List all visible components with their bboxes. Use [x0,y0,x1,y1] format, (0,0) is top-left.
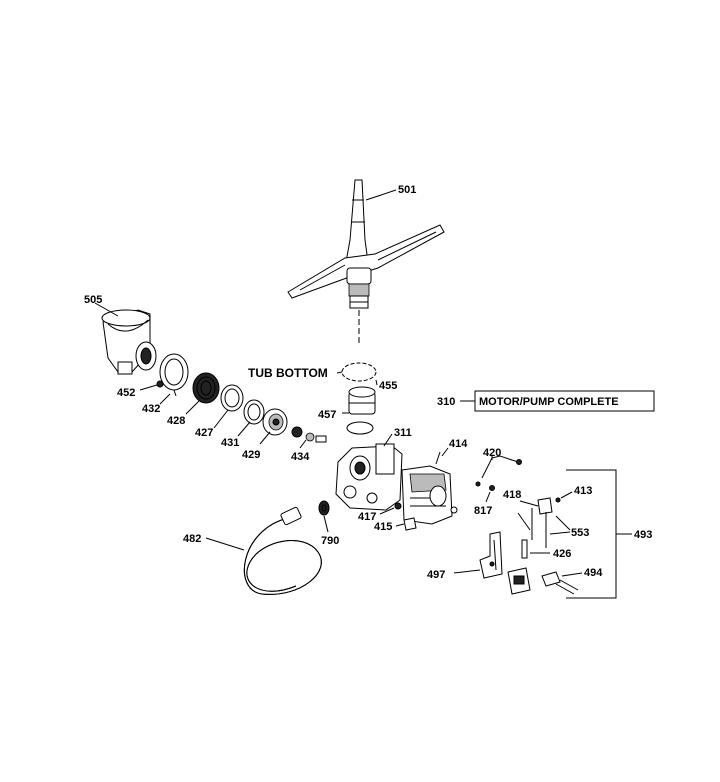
label-501: 501 [398,184,416,196]
label-417: 417 [358,511,376,523]
part-432-clamp [159,353,189,397]
part-311-pump [335,443,403,511]
part-417-clip [394,502,402,510]
label-310: 310 [437,396,455,408]
part-413-screw [555,497,561,503]
label-455: 455 [379,380,397,392]
part-790-clamp [318,500,330,516]
label-482: 482 [183,533,201,545]
part-434-seal [291,426,327,443]
label-457: 457 [318,409,336,421]
part-457-coupling [346,386,376,435]
part-415-clip [403,517,417,531]
part-431-ring [243,399,265,425]
label-431: 431 [221,437,239,449]
part-501-wash-arm [287,179,445,345]
label-420: 420 [483,447,501,459]
label-418: 418 [503,489,521,501]
label-817: 817 [474,505,492,517]
label-427: 427 [195,427,213,439]
label-432: 432 [142,403,160,415]
label-790: 790 [321,535,339,547]
label-553: 553 [571,527,589,539]
label-493: 493 [634,529,652,541]
part-switch-holder [507,567,531,595]
label-429: 429 [242,449,260,461]
part-497-bracket [479,531,503,579]
part-452-screw [156,380,164,388]
part-482-hose [243,506,322,595]
part-427-ring [220,384,244,412]
label-415: 415 [374,521,392,533]
part-426-pin [521,539,528,559]
label-motor-pump-complete: MOTOR/PUMP COMPLETE [479,396,619,408]
part-455-gasket [341,362,377,382]
label-413: 413 [574,485,592,497]
label-452: 452 [117,387,135,399]
part-553-bracket [531,497,553,548]
part-414-screw [435,451,441,465]
label-428: 428 [167,415,185,427]
part-motor [401,465,458,525]
label-434: 434 [291,451,310,463]
part-429-housing [262,408,288,436]
label-494: 494 [584,567,603,579]
label-505: 505 [84,294,102,306]
part-428-filter [192,372,220,404]
part-505-housing [101,309,157,375]
part-817-screws [475,481,495,491]
part-494-connector [541,571,579,595]
part-420-wire [481,455,522,479]
label-tub-bottom: TUB BOTTOM [248,366,328,380]
label-497: 497 [427,569,445,581]
label-414: 414 [449,438,468,450]
label-426: 426 [553,548,571,560]
label-311: 311 [394,427,412,439]
